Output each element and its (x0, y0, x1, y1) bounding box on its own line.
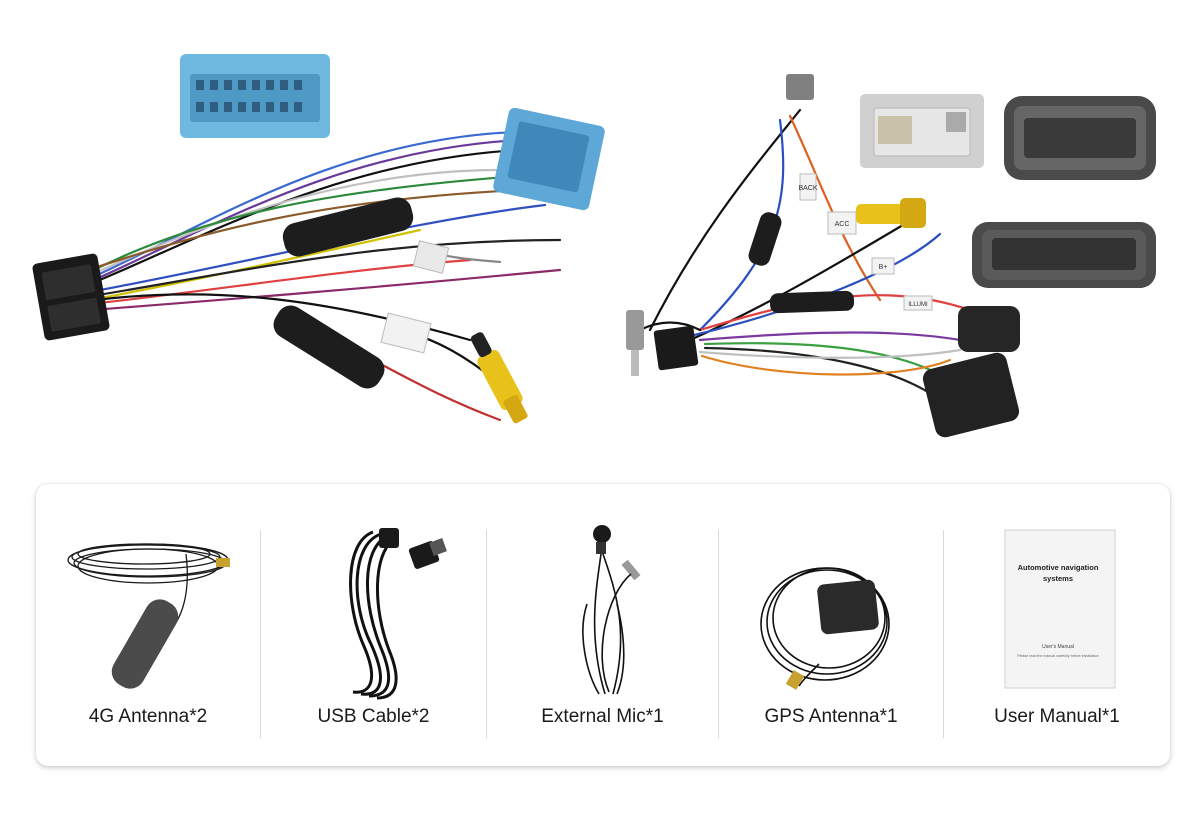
accessory-external-mic: External Mic*1 (487, 484, 718, 766)
right-harness: BACK ACC B+ ILLUMI (626, 74, 1156, 438)
dark-connector-top (1004, 96, 1156, 180)
manual-title-1: Automotive navigation (1018, 563, 1099, 572)
fuse-holder (769, 290, 855, 314)
divider (718, 530, 719, 738)
tag-bplus-text: B+ (879, 264, 888, 271)
accessory-label: USB Cable*2 (317, 706, 430, 727)
usb-cable-icon (349, 528, 447, 700)
manual-title-2: systems (1043, 574, 1073, 583)
gps-antenna-icon (760, 567, 890, 690)
accessory-label: User Manual*1 (994, 706, 1120, 727)
user-manual-icon: Automotive navigation systems User's Man… (1004, 529, 1116, 689)
external-mic-icon (582, 525, 641, 695)
manual-cover (1004, 529, 1116, 689)
accessory-label: External Mic*1 (541, 706, 664, 727)
harness-photo: BACK ACC B+ ILLUMI (32, 54, 1156, 438)
mic-capsule (593, 525, 611, 543)
dark-connector-bottom (972, 222, 1156, 288)
tag-acc-text: ACC (835, 221, 850, 228)
left-harness (32, 54, 605, 424)
ferrite-block (922, 352, 1020, 438)
accessory-usb-cable: USB Cable*2 (261, 484, 486, 766)
4g-antenna-icon (67, 543, 230, 689)
accessory-label: 4G Antenna*2 (88, 706, 208, 727)
wire-tag (380, 312, 432, 354)
sma-connector (785, 670, 805, 690)
tag-acc (827, 211, 857, 235)
tag-illumi (903, 295, 933, 311)
black-connector-left (32, 253, 110, 341)
sma-connector (216, 558, 230, 567)
manual-subtitle: User's Manual (1042, 644, 1074, 650)
grey-plug (786, 74, 814, 100)
manual-note: Please read the manual carefully before … (1017, 654, 1099, 658)
yellow-rca-right (856, 198, 926, 228)
accessory-gps-antenna: GPS Antenna*1 (719, 484, 943, 766)
tag-back (799, 173, 817, 201)
audio-jack (621, 559, 641, 581)
usb-plug (379, 528, 399, 548)
wire-tag (412, 240, 450, 274)
blue-connector-top (180, 54, 330, 138)
divider (486, 530, 487, 738)
accessory-user-manual: Automotive navigation systems User's Man… (944, 484, 1170, 766)
filter-sleeve (273, 305, 385, 389)
divider (260, 530, 261, 738)
ferrite-block (958, 306, 1020, 352)
grey-connector (860, 94, 984, 168)
divider (943, 530, 944, 738)
yellow-rca-left (470, 332, 528, 424)
accessory-label: GPS Antenna*1 (764, 706, 898, 727)
fuse-holder (748, 212, 782, 266)
tag-bplus (871, 257, 895, 275)
blue-connector-right (493, 107, 605, 211)
antenna-plug (626, 310, 644, 376)
gps-puck (817, 579, 879, 635)
tag-illumi-text: ILLUMI (908, 302, 928, 308)
accessory-4g-antenna: 4G Antenna*2 (36, 484, 260, 766)
accessory-panel: 4G Antenna*2 USB Cable*2 (36, 484, 1170, 766)
fuse-holder (282, 197, 414, 257)
black-connector-small (653, 325, 699, 371)
tag-back-text: BACK (798, 185, 817, 192)
